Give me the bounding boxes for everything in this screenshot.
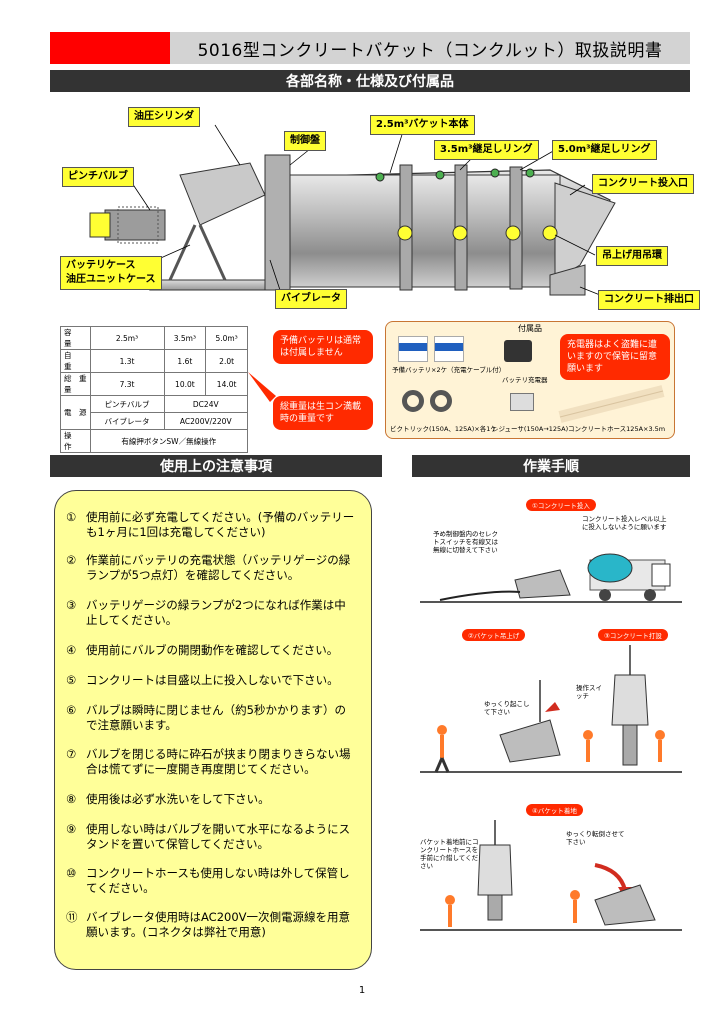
step1-illustration xyxy=(420,553,682,603)
spec-cell: 自 重 xyxy=(60,349,91,373)
label-hook-ring: 吊上げ用吊環 xyxy=(596,246,668,266)
hose-image xyxy=(558,385,665,423)
label-bucket-body: 2.5m³バケット本体 xyxy=(370,115,475,135)
spec-cell: 2.5m³ xyxy=(89,326,165,350)
step4-illustration xyxy=(420,820,682,931)
spec-row-gross: 総 重 量 7.3t 10.0t 14.0t xyxy=(60,372,248,396)
accessories-title: 付属品 xyxy=(518,324,542,333)
label-hydraulic-cylinder: 油圧シリンダ xyxy=(128,107,200,127)
spec-cell: AC200V/220V xyxy=(163,412,248,430)
accessory-charger-label: バッテリ充電器 xyxy=(502,376,548,384)
spec-row-operation: 操 作 有線押ボタンSW／無線操作 xyxy=(60,429,248,453)
callout-gross-weight: 総重量は生コン満載時の重量です xyxy=(273,396,373,430)
victaulic-image xyxy=(402,390,424,412)
step4-badge: ④バケット着地 xyxy=(526,804,583,816)
section-header-cautions: 使用上の注意事項 xyxy=(50,455,382,477)
callout-spare-battery: 予備バッテリは通常は付属しません xyxy=(273,330,373,364)
spec-cell: DC24V xyxy=(163,395,248,413)
spec-cell: 5.0m³ xyxy=(205,326,248,350)
page-title: 5016型コンクリートバケット（コンクルット）取扱説明書 xyxy=(170,32,690,64)
section-header-parts: 各部名称・仕様及び付属品 xyxy=(50,70,690,92)
step3-note: 操作スイッチ xyxy=(576,684,602,700)
step1-note-level: コンクリート投入レベル以上に投入しないように願います xyxy=(582,515,667,531)
spec-row-weight: 自 重 1.3t 1.6t 2.0t xyxy=(60,349,248,373)
reducer-image xyxy=(510,393,534,411)
step4-note-hose: バケット着地前にコンクリートホースを手前に介錯してください xyxy=(420,838,479,870)
step2-badge: ②バケット吊上げ xyxy=(462,629,526,641)
spec-cell: 操 作 xyxy=(60,429,91,453)
spec-row-capacity: 容 量 2.5m³ 3.5m³ 5.0m³ xyxy=(60,326,248,350)
battery-image xyxy=(434,336,464,362)
spec-cell: 7.3t xyxy=(89,372,165,396)
step4-note-tilt: ゆっくり転倒させて下さい xyxy=(566,830,625,846)
spec-cell: 1.6t xyxy=(163,349,207,373)
step1-badge: ①コンクリート投入 xyxy=(526,499,596,511)
step3-badge: ③コンクリート打設 xyxy=(598,629,668,641)
spec-power-label: 電 源 xyxy=(60,395,91,430)
label-vibrator: バイブレータ xyxy=(275,289,347,309)
accessory-battery-label: 予備バッテリ×2ケ（充電ケーブル付） xyxy=(392,366,506,374)
label-concrete-inlet: コンクリート投入口 xyxy=(592,174,694,194)
spec-cell: 10.0t xyxy=(163,372,207,396)
label-concrete-outlet: コンクリート排出口 xyxy=(598,290,700,310)
step2-note: ゆっくり起こして下さい xyxy=(484,700,530,716)
spec-cell: 1.3t xyxy=(89,349,165,373)
spec-cell: 2.0t xyxy=(205,349,248,373)
accessory-hose-label: コンクリートホース125A×3.5m xyxy=(568,425,666,433)
label-battery-case: バッテリケース xyxy=(66,260,136,271)
label-control-panel: 制御盤 xyxy=(284,131,326,151)
victaulic-image xyxy=(430,390,452,412)
cautions-panel xyxy=(54,490,372,970)
label-ext-ring-50: 5.0m³継足しリング xyxy=(552,140,657,160)
spec-cell: 容 量 xyxy=(60,326,91,350)
label-pinch-valve: ピンチバルブ xyxy=(62,167,134,187)
label-ext-ring-35: 3.5m³継足しリング xyxy=(434,140,539,160)
spec-cell: ピンチバルブ xyxy=(89,395,165,413)
spec-row-power-pinch: 電 源 ピンチバルブ DC24V xyxy=(60,395,248,430)
label-hydraulic-unit-case: 油圧ユニットケース xyxy=(66,274,156,285)
label-battery-hydraulic: バッテリケース 油圧ユニットケース xyxy=(60,256,162,290)
step23-illustration xyxy=(420,645,682,773)
callout-pointer xyxy=(248,372,276,402)
spec-cell: 有線押ボタンSW／無線操作 xyxy=(89,429,248,453)
callout-charger-theft: 充電器はよく盗難に遭いますので保管に留意願います xyxy=(560,334,670,380)
step1-note-select: 予め制御盤内のセレクトスイッチを有線又は無線に切替えて下さい xyxy=(433,530,498,554)
accessory-victaulic-label: ビクトリック(150A、125A)×各1ケ xyxy=(390,425,497,433)
spec-cell: 総 重 量 xyxy=(60,372,94,396)
page-number: 1 xyxy=(358,985,366,996)
spec-cell: バイブレータ xyxy=(89,412,165,430)
section-header-procedure: 作業手順 xyxy=(412,455,690,477)
bucket-diagram xyxy=(89,124,616,296)
spec-cell: 14.0t xyxy=(205,372,248,396)
spec-cell: 3.5m³ xyxy=(163,326,207,350)
battery-image xyxy=(398,336,428,362)
charger-image xyxy=(504,340,532,362)
accessory-reducer-label: レジューサ(150A→125A) xyxy=(492,425,569,433)
spec-table: 容 量 2.5m³ 3.5m³ 5.0m³ 自 重 1.3t 1.6t 2.0t… xyxy=(60,326,248,453)
title-accent-block xyxy=(50,32,170,64)
